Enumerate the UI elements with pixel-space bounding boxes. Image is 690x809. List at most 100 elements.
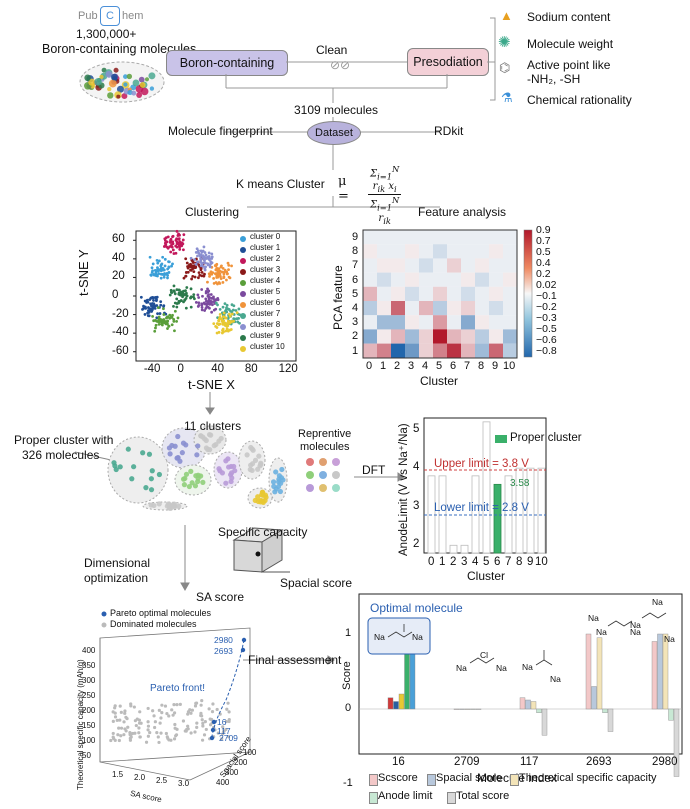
tsne-point	[218, 282, 222, 285]
criterion-weight: Molecule weight	[527, 37, 614, 51]
tsne-point	[224, 316, 228, 320]
heatmap-cell	[475, 286, 489, 302]
dominated-point	[174, 734, 178, 738]
blob-dot	[226, 464, 232, 470]
tsne-point	[147, 314, 151, 318]
tsne-point	[175, 297, 179, 301]
tsne-legend-swatch	[240, 291, 246, 297]
dominated-point	[113, 711, 117, 715]
blob-dot	[176, 503, 182, 509]
blob-dot	[258, 497, 264, 504]
tsne-point	[185, 261, 189, 265]
tsne-point	[177, 237, 181, 241]
dominated-point	[221, 732, 225, 736]
tsne-xtick: 80	[244, 363, 258, 375]
tsne-point	[175, 305, 179, 309]
dominated-point	[159, 731, 163, 735]
blob-dot	[148, 487, 155, 493]
tsne-point	[231, 308, 235, 312]
tsne-point	[189, 262, 192, 266]
proper-count-label: 326 molecules	[22, 448, 100, 462]
tsne-point	[208, 299, 211, 303]
heatmap-cell	[489, 286, 503, 302]
heatmap-cell	[447, 244, 461, 259]
heatmap-cell	[461, 230, 475, 245]
dataset-label: Dataset	[315, 127, 353, 139]
tsne-point	[189, 256, 193, 260]
tsne-point	[201, 254, 205, 258]
score-bar	[662, 633, 669, 710]
dominated-point	[109, 738, 113, 743]
tsne-point	[209, 262, 213, 265]
pareto-ztick: 100	[82, 736, 96, 745]
dominated-point	[137, 731, 141, 735]
tsne-legend-label: cluster 4	[250, 276, 281, 285]
pareto-ytick: 100	[243, 748, 257, 757]
heatmap-cell	[461, 286, 475, 302]
dominated-point	[146, 720, 150, 724]
mol2980-na-top: Na	[652, 597, 663, 607]
tsne-point	[172, 284, 176, 288]
blob-dot	[232, 468, 238, 474]
anode-bar	[493, 483, 502, 554]
tsne-point	[196, 254, 199, 258]
dominated-point	[157, 740, 161, 745]
blob-dot	[168, 505, 174, 511]
tsne-point	[170, 291, 174, 295]
blob-dot	[156, 471, 163, 478]
pareto-ztick: 50	[82, 751, 91, 760]
tsne-point	[159, 264, 163, 268]
virus-icon: ✺	[498, 34, 511, 51]
flask-icon: ⚗	[501, 90, 513, 105]
tsne-point	[169, 288, 173, 292]
pareto-ztick: 350	[82, 661, 96, 670]
pareto-point	[211, 719, 217, 725]
tsne-point	[181, 238, 185, 242]
anode-bar	[427, 475, 436, 554]
blob-dot	[231, 463, 237, 470]
tsne-point	[160, 262, 164, 266]
score-ytick: -1	[343, 777, 353, 789]
dominated-point	[189, 731, 193, 735]
final-assessment-label: Final assessment	[248, 653, 342, 667]
cloud-dot	[108, 79, 117, 88]
tsne-point	[157, 322, 161, 326]
tsne-point	[200, 288, 204, 291]
blob-dot	[140, 450, 146, 456]
dominated-point	[111, 731, 115, 736]
blob-dot	[117, 464, 123, 470]
tsne-point	[193, 275, 197, 279]
heatmap-cell	[377, 286, 391, 302]
tsne-point	[171, 234, 175, 238]
tsne-point	[167, 265, 171, 269]
tsne-point	[204, 291, 208, 295]
pareto-legend-dom: Dominated molecules	[110, 619, 197, 629]
tsne-point	[154, 323, 158, 327]
heatmap-xlabel: Cluster	[420, 374, 459, 388]
dominated-point	[195, 725, 199, 729]
tsne-point	[156, 269, 160, 273]
anode-lower: Lower limit = 2.8 V	[434, 502, 529, 514]
specific-capacity-label: Specific capacity	[218, 525, 308, 539]
anode-ytick: 5	[413, 422, 420, 435]
tsne-point	[173, 329, 176, 333]
pareto-point	[209, 735, 215, 741]
tsne-point	[170, 323, 174, 327]
heatmap-cell	[461, 244, 475, 259]
tsne-point	[157, 259, 161, 263]
heatmap-cell	[433, 301, 447, 316]
heatmap-cell	[391, 272, 405, 287]
tsne-point	[224, 309, 227, 313]
anode-xtick: 1	[439, 556, 446, 568]
tsne-point	[193, 297, 196, 301]
dominated-point	[128, 738, 133, 742]
dominated-point	[227, 710, 231, 714]
blob-dot	[244, 452, 250, 458]
pareto-index-label: 16	[217, 717, 227, 727]
score-bar	[602, 708, 608, 713]
heatmap-cell	[447, 258, 461, 273]
heatmap-xtick: 10	[503, 360, 516, 372]
tsne-point	[143, 313, 147, 316]
